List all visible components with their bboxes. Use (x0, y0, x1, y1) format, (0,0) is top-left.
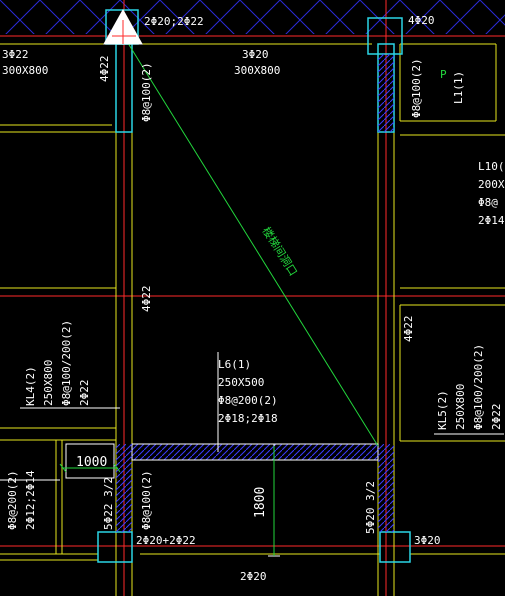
hatched-column-right-lower (378, 444, 394, 532)
kl5-rebar: 2Φ22 (490, 404, 503, 431)
kl4-name: KL4(2) (24, 366, 37, 406)
dim-1000: 1000 (76, 455, 107, 470)
l6-size: 250X500 (218, 376, 264, 389)
diag-text: 楼梯间洞口 (259, 224, 300, 278)
right-beam-l10: L10(1) (478, 160, 505, 173)
bottom-mid-rebar: 2Φ20+2Φ22 (136, 534, 196, 547)
kl4-size: 250X800 (42, 360, 55, 406)
right-beam-stirrup: Φ8@ (478, 196, 498, 209)
l6-rebar: 2Φ18;2Φ18 (218, 412, 278, 425)
kl5-size: 250X800 (454, 384, 467, 430)
tr-label: L1(1) (452, 71, 465, 104)
hatched-column-right (378, 54, 394, 132)
stair-opening-diagonal (125, 39, 379, 447)
top-right-rebar: 4Φ20 (408, 14, 435, 27)
mid-right-rebar: 4Φ22 (402, 316, 415, 343)
bottom-right-side: 5Φ20 3/2 (364, 481, 377, 534)
bottom-left-stirrup: Φ8@100(2) (140, 470, 153, 530)
kl5-name: KL5(2) (436, 390, 449, 430)
bl-stirrup: Φ8@200(2) (6, 470, 19, 530)
hatched-beam-l6 (131, 443, 379, 461)
hatched-column-left-lower (116, 444, 132, 532)
kl4-rebar: 2Φ22 (78, 380, 91, 407)
top-left-rebar: 3Φ22 (2, 48, 29, 61)
top-beam-size: 300X800 (234, 64, 280, 77)
top-left-size: 300X800 (2, 64, 48, 77)
kl4-stirrup: Φ8@100/200(2) (60, 320, 73, 406)
top-beam-rebar: 3Φ20 (242, 48, 269, 61)
bottom-right-rebar: 3Φ20 (414, 534, 441, 547)
l6-name: L6(1) (218, 358, 251, 371)
left-col-stirrup: Φ8@100(2) (140, 62, 153, 122)
right-col-stirrup: Φ8@100(2) (410, 58, 423, 118)
bottom-left-side: 5Φ22 3/2 (102, 477, 115, 530)
green-marks (59, 446, 275, 556)
right-beam-size: 200X (478, 178, 505, 191)
top-hatch-band (0, 0, 505, 34)
left-col-side-rebar: 4Φ22 (98, 56, 111, 83)
bl-rebar: 2Φ12;2Φ14 (24, 470, 37, 530)
tr-char: P (440, 68, 447, 81)
l6-stirrup: Φ8@200(2) (218, 394, 278, 407)
kl5-stirrup: Φ8@100/200(2) (472, 344, 485, 430)
top-span-rebar: 2Φ20;2Φ22 (144, 15, 204, 28)
mid-left-rebar: 4Φ22 (140, 286, 153, 313)
dim-1800: 1800 (253, 487, 268, 518)
bottom-rebar: 2Φ20 (240, 570, 267, 583)
right-beam-rebar: 2Φ14 (478, 214, 505, 227)
